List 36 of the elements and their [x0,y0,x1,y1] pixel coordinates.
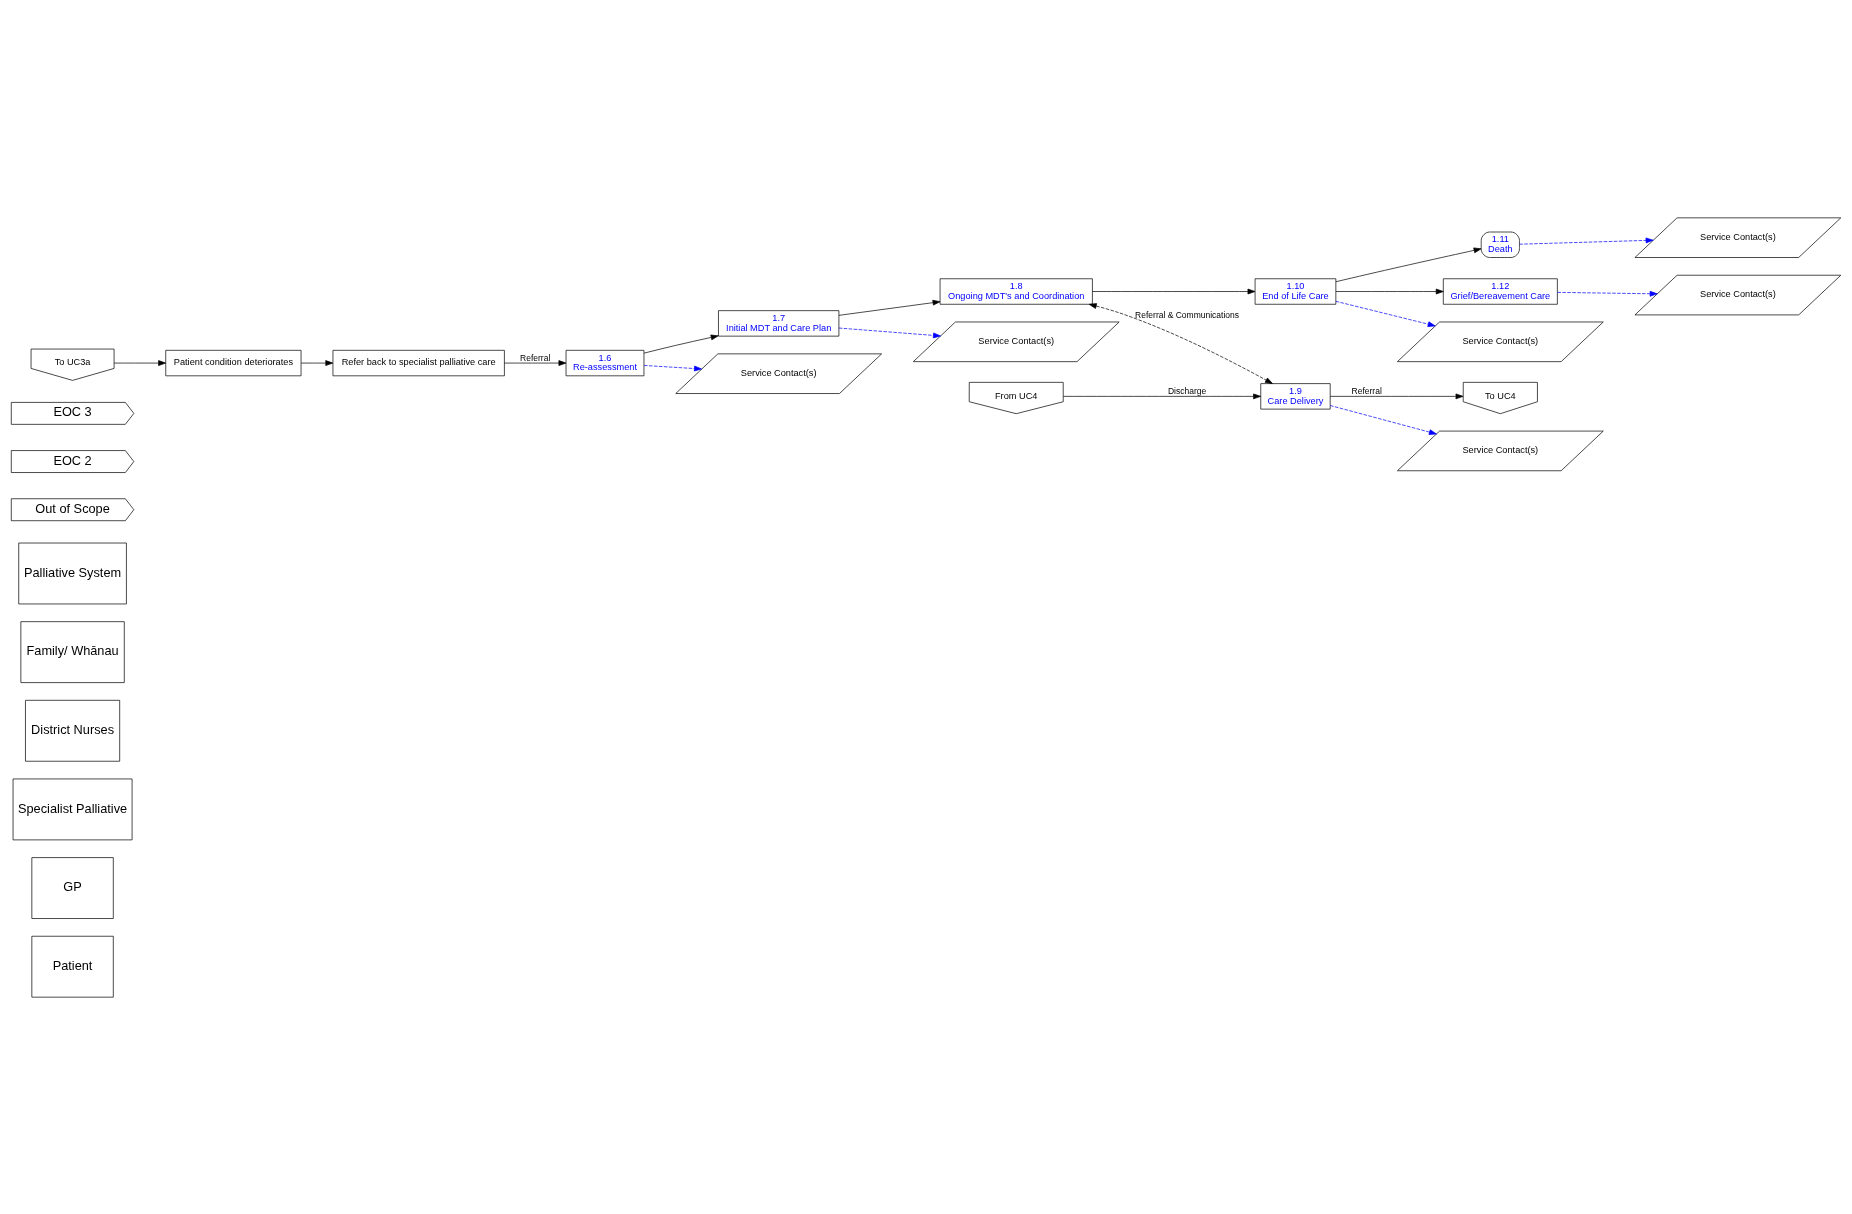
node-box: 1.7 Initial MDT and Care Plan [718,309,840,336]
arrow [643,334,719,353]
arrow [300,359,334,366]
node-box: 1.8 Ongoing MDT's and Coordination [939,277,1093,305]
arrow [113,359,166,366]
node-box: Family/ Whānau [20,620,125,683]
node-box: 1.9 Care Delivery [1260,382,1331,409]
node-box: 1.11 Death [1480,231,1520,258]
node-box: Specialist Palliative [12,778,133,840]
arrow [1063,393,1261,399]
arrow [1519,237,1654,245]
arrow [1329,404,1437,435]
node-box: 1.12 Grief/Bereavement Care [1442,277,1558,305]
edge-label: Referral [520,352,551,363]
node-box: Patient [31,935,114,998]
arrow [1335,300,1436,327]
edge-label: Referral [1351,385,1382,396]
node-box: District Nurses [25,699,121,762]
node-box: GP [31,856,114,919]
node-box: Refer back to specialist palliative care [332,349,505,376]
arrow [643,364,702,371]
node-box: 1.10 End of Life Care [1254,277,1337,305]
arrow [1557,290,1658,297]
node-box: Patient condition deteriorates [165,349,302,376]
arrow [504,359,567,366]
arrow [1335,288,1444,294]
arrow [838,299,941,316]
arrow [1088,302,1273,384]
arrow [1335,247,1482,282]
arrow [838,327,941,338]
edge-label: Discharge [1167,385,1207,396]
node-box: 1.6 Re-assessment [565,349,645,376]
arrow [1092,288,1256,294]
node-box: Palliative System [18,542,127,604]
edge-label: Referral & Communications [1135,309,1240,320]
arrow [1329,393,1464,399]
